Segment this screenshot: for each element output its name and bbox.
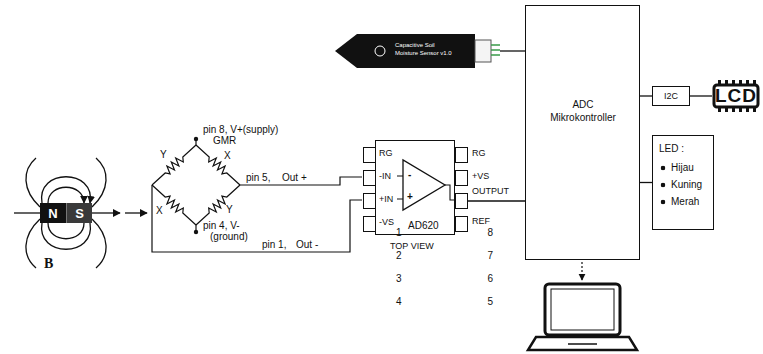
node-text: Hijau bbox=[659, 162, 694, 174]
node-text: 8 bbox=[488, 227, 494, 238]
node-text: 7 bbox=[488, 250, 494, 261]
magnet-pole: N bbox=[40, 203, 66, 223]
resistor-symbol bbox=[196, 185, 240, 225]
node-text: TOP VIEW bbox=[390, 241, 434, 251]
data-link-arrow bbox=[581, 262, 582, 280]
label-text: GMR bbox=[213, 135, 236, 146]
node-text: Merah bbox=[659, 196, 699, 208]
label-text: X bbox=[224, 150, 231, 161]
pin-box: 5 bbox=[455, 216, 468, 232]
node-text: LCD bbox=[715, 85, 757, 107]
resistor-symbol bbox=[152, 185, 196, 225]
node-text: AD620 bbox=[408, 220, 439, 231]
node-text: 5 bbox=[488, 296, 494, 307]
laptop-icon bbox=[528, 284, 637, 350]
resistor-symbol bbox=[152, 145, 196, 185]
label-text: RG bbox=[379, 148, 393, 159]
connector-wire bbox=[690, 95, 712, 96]
label-text: REF bbox=[472, 216, 490, 227]
label-text: pin 4, V- bbox=[203, 220, 240, 231]
label-text: -IN bbox=[379, 171, 391, 182]
pin-box: 1 bbox=[363, 147, 376, 163]
sensor-board: Capacitive Soil Moisture Sensor v1.0 bbox=[335, 30, 500, 72]
wire bbox=[152, 141, 362, 252]
resistor-symbol bbox=[196, 145, 240, 185]
label-text: -VS bbox=[379, 217, 394, 228]
terminal-dot bbox=[194, 230, 198, 234]
connector-wire bbox=[640, 95, 652, 96]
label-text: pin 1, bbox=[262, 239, 286, 250]
pin-box: 2 bbox=[363, 170, 376, 186]
pin-box: 8 bbox=[455, 147, 468, 163]
pin-box: 6 bbox=[455, 193, 468, 209]
label-text: pin 5, bbox=[246, 172, 270, 183]
node-text: I2C bbox=[664, 91, 678, 101]
label-text: Y bbox=[160, 149, 167, 160]
node-text: 6 bbox=[488, 273, 494, 284]
connector-wire bbox=[468, 200, 526, 201]
led-box: LED : HijauKuningMerah bbox=[652, 135, 714, 230]
connector-wire bbox=[500, 50, 525, 51]
terminal-dot bbox=[194, 137, 198, 141]
node-text: LED : bbox=[659, 143, 684, 155]
magnet-pole: S bbox=[66, 203, 92, 223]
gmr-bridge bbox=[152, 145, 240, 225]
node-text: 4 bbox=[396, 296, 402, 307]
node-text: N bbox=[48, 206, 57, 221]
node-text: S bbox=[75, 206, 84, 221]
node-text: 3 bbox=[396, 273, 402, 284]
node-text: Capacitive Soil Moisture Sensor v1.0 bbox=[395, 41, 459, 57]
label-text: X bbox=[156, 205, 163, 216]
interface-box: I2C bbox=[652, 86, 690, 106]
label-text: Out - bbox=[296, 239, 318, 250]
pin-box: 4 bbox=[363, 216, 376, 232]
label-text: - bbox=[408, 169, 411, 180]
label-text: + bbox=[407, 191, 413, 202]
lcd-module: LCD bbox=[712, 80, 760, 112]
label-text: B bbox=[44, 256, 53, 271]
label-text: Out + bbox=[282, 172, 307, 183]
label-text: RG bbox=[472, 148, 486, 159]
label-text: OUTPUT bbox=[472, 186, 509, 197]
wire bbox=[397, 176, 455, 200]
label-text: +VS bbox=[472, 171, 489, 182]
signal-arrow bbox=[125, 212, 147, 213]
node-text: 1 bbox=[396, 227, 402, 238]
opamp-symbol bbox=[403, 160, 445, 210]
label-text: pin 8, V+(supply) bbox=[203, 124, 278, 135]
connector-wire bbox=[640, 182, 652, 183]
label-text: Y bbox=[226, 204, 233, 215]
pin-box: 7 bbox=[455, 170, 468, 186]
magnetic-field bbox=[14, 158, 120, 268]
pin-box: 3 bbox=[363, 193, 376, 209]
label-text: +IN bbox=[379, 194, 393, 205]
node-text: ADC Mikrokontroller bbox=[544, 98, 622, 124]
node-text: 2 bbox=[396, 250, 402, 261]
microcontroller-box: ADC Mikrokontroller bbox=[525, 5, 640, 260]
label-text: (ground) bbox=[210, 231, 248, 242]
node-text: Kuning bbox=[659, 179, 702, 191]
